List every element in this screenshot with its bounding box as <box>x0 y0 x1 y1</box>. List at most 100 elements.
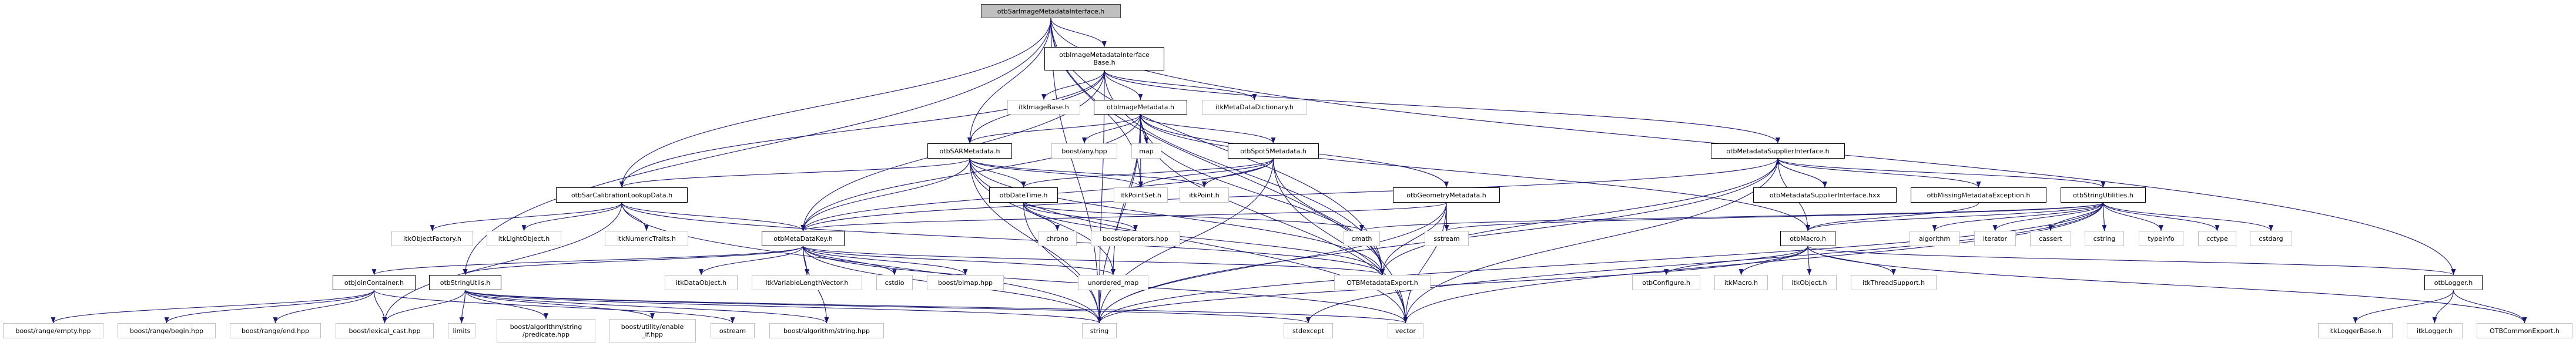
node-otbMetaDataKey[interactable]: otbMetaDataKey.h <box>762 231 845 246</box>
node-ostream[interactable]: ostream <box>711 323 755 338</box>
node-label: otbMetadataSupplierInterface.hxx <box>1769 191 1881 199</box>
node-cstdio[interactable]: cstdio <box>876 275 913 290</box>
node-itkThreadSupport[interactable]: itkThreadSupport.h <box>1851 275 1937 290</box>
node-otbSARMetadata[interactable]: otbSARMetadata.h <box>927 143 1012 159</box>
edge-datetime-to-cmath <box>1023 202 1364 231</box>
node-otbConfigure[interactable]: otbConfigure.h <box>1632 275 1700 290</box>
node-boost-operators[interactable]: boost/operators.hpp <box>1091 231 1180 246</box>
node-itkMacro[interactable]: itkMacro.h <box>1714 275 1768 290</box>
edge-strutils-to-vector <box>464 290 1408 324</box>
node-boost-range-empty[interactable]: boost/range/empty.hpp <box>3 323 103 338</box>
node-OTBCommonExport[interactable]: OTBCommonExport.h <box>2477 323 2572 338</box>
node-label: boost/range/begin.hpp <box>129 327 204 335</box>
node-itkLoggerBase[interactable]: itkLoggerBase.h <box>2318 323 2393 338</box>
node-label: sstream <box>1433 234 1460 243</box>
node-chrono[interactable]: chrono <box>1038 231 1077 246</box>
node-label: otbSarImageMetadataInterface.h <box>997 7 1105 15</box>
node-itkVariableLengthVector[interactable]: itkVariableLengthVector.h <box>752 275 862 290</box>
node-iterator[interactable]: iterator <box>1974 231 2016 246</box>
node-cstdarg[interactable]: cstdarg <box>2250 231 2292 246</box>
node-boost-any[interactable]: boost/any.hpp <box>1051 143 1117 159</box>
node-label: boost/any.hpp <box>1061 147 1107 155</box>
node-itkNumericTraits[interactable]: itkNumericTraits.h <box>605 231 688 246</box>
node-cstring[interactable]: cstring <box>2085 231 2124 246</box>
node-sstream[interactable]: sstream <box>1425 231 1469 246</box>
edge-mdkey-to-bimap <box>802 246 968 276</box>
node-otbMacro[interactable]: otbMacro.h <box>1780 231 1835 246</box>
node-itkPoint[interactable]: itkPoint.h <box>1180 187 1229 203</box>
edge-root-to-strutils <box>463 18 1051 276</box>
edge-strutils-to-enableif <box>464 290 655 320</box>
edge-spot5-to-mdexport <box>1272 158 1385 276</box>
edge-sarcal-to-itkObjectFactory <box>430 202 622 231</box>
edge-msi-to-strutil <box>1777 158 2106 188</box>
node-itkObjectFactory[interactable]: itkObjectFactory.h <box>391 231 473 246</box>
node-itkLightObject[interactable]: itkLightObject.h <box>487 231 561 246</box>
node-typeinfo[interactable]: typeinfo <box>2139 231 2183 246</box>
node-label: boost/bimap.hpp <box>937 278 993 287</box>
node-itkImageBase[interactable]: itkImageBase.h <box>1007 100 1080 115</box>
node-boost-algorithm-string[interactable]: boost/algorithm/string.hpp <box>769 323 884 338</box>
edge-geom-to-mdkey <box>800 202 1447 231</box>
node-boost-utility-enable_if[interactable]: boost/utility/enable _if.hpp <box>609 319 696 342</box>
edge-datetime-to-string <box>1023 202 1102 324</box>
edge-strutil-to-macro <box>1805 202 2104 231</box>
node-map[interactable]: map <box>1131 143 1161 159</box>
edge-strutil-to-cmath <box>1359 202 2104 231</box>
node-boost-bimap[interactable]: boost/bimap.hpp <box>927 275 1004 290</box>
node-otbSarCalibrationLookupData[interactable]: otbSarCalibrationLookupData.h <box>556 187 688 203</box>
node-otbStringUtils[interactable]: otbStringUtils.h <box>429 275 501 290</box>
edge-strutil-to-iterator <box>1992 202 2104 231</box>
node-itkLogger[interactable]: itkLogger.h <box>2407 323 2463 338</box>
edge-msi-to-mdkey <box>800 158 1778 231</box>
node-cassert[interactable]: cassert <box>2030 231 2071 246</box>
node-otbMetadataSupplierInterface-hxx[interactable]: otbMetadataSupplierInterface.hxx <box>1753 187 1897 203</box>
node-otbImageMetadataInterfaceBase[interactable]: otbImageMetadataInterface Base.h <box>1044 47 1164 70</box>
node-otbJoinContainer[interactable]: otbJoinContainer.h <box>333 275 416 290</box>
node-label: itkMacro.h <box>1724 278 1758 287</box>
node-boost-range-end[interactable]: boost/range/end.hpp <box>230 323 321 338</box>
node-itkMetaDataDictionary[interactable]: itkMetaDataDictionary.h <box>1202 100 1307 115</box>
node-itkDataObject[interactable]: itkDataObject.h <box>665 275 738 290</box>
node-otbSarImageMetadataInterface[interactable]: otbSarImageMetadataInterface.h <box>981 4 1121 18</box>
node-itkObject[interactable]: itkObject.h <box>1782 275 1837 290</box>
node-boost-range-begin[interactable]: boost/range/begin.hpp <box>118 323 216 338</box>
node-algorithm[interactable]: algorithm <box>1910 231 1959 246</box>
node-label: cctype <box>2206 234 2228 243</box>
node-limits[interactable]: limits <box>448 323 475 338</box>
node-unordered_map[interactable]: unordered_map <box>1078 275 1148 290</box>
node-otbMissingMetadataException[interactable]: otbMissingMetadataException.h <box>1911 187 2046 203</box>
node-otbDateTime[interactable]: otbDateTime.h <box>989 187 1058 203</box>
edge-mdkey-to-itkDataObject <box>699 246 804 276</box>
node-otbLogger[interactable]: otbLogger.h <box>2424 275 2483 290</box>
node-cmath[interactable]: cmath <box>1344 231 1380 246</box>
node-otbStringUtilities[interactable]: otbStringUtilities.h <box>2061 187 2146 203</box>
node-otbMetadataSupplierInterface[interactable]: otbMetadataSupplierInterface.h <box>1711 143 1845 159</box>
edge-join-to-lexical <box>373 290 387 324</box>
node-boost-algorithm-string-predicate[interactable]: boost/algorithm/string /predicate.hpp <box>497 319 595 342</box>
node-string[interactable]: string <box>1082 323 1117 338</box>
edge-strutils-to-stdexcept <box>464 290 1311 324</box>
node-label: stdexcept <box>1292 327 1325 335</box>
node-otbImageMetadata[interactable]: otbImageMetadata.h <box>1094 100 1187 115</box>
node-boost-lexical_cast[interactable]: boost/lexical_cast.hpp <box>336 323 434 338</box>
node-stdexcept[interactable]: stdexcept <box>1284 323 1333 338</box>
node-label: otbConfigure.h <box>1642 278 1690 287</box>
edge-geom-to-string <box>1097 202 1447 324</box>
node-OTBMetadataExport[interactable]: OTBMetadataExport.h <box>1334 275 1431 290</box>
node-label: otbStringUtilities.h <box>2073 191 2133 199</box>
node-itkPointSet[interactable]: itkPointSet.h <box>1114 187 1168 203</box>
edge-imd-to-mdkey <box>800 114 1141 231</box>
edge-missing-to-macro <box>1805 202 1979 231</box>
node-otbSpot5Metadata[interactable]: otbSpot5Metadata.h <box>1228 143 1319 159</box>
edge-join-to-rend <box>273 290 375 324</box>
node-cctype[interactable]: cctype <box>2198 231 2236 246</box>
node-label: otbLogger.h <box>2434 278 2473 287</box>
edge-strutil-to-typeinfo <box>2102 202 2163 231</box>
node-vector[interactable]: vector <box>1388 323 1423 338</box>
edge-logger-to-itkLogger <box>2432 290 2454 324</box>
edge-msi-to-missing <box>1777 158 1981 188</box>
node-otbGeometryMetadata[interactable]: otbGeometryMetadata.h <box>1393 187 1500 203</box>
edge-strutil-to-algorithm <box>1932 202 2104 231</box>
node-label: boost/range/end.hpp <box>241 327 310 335</box>
